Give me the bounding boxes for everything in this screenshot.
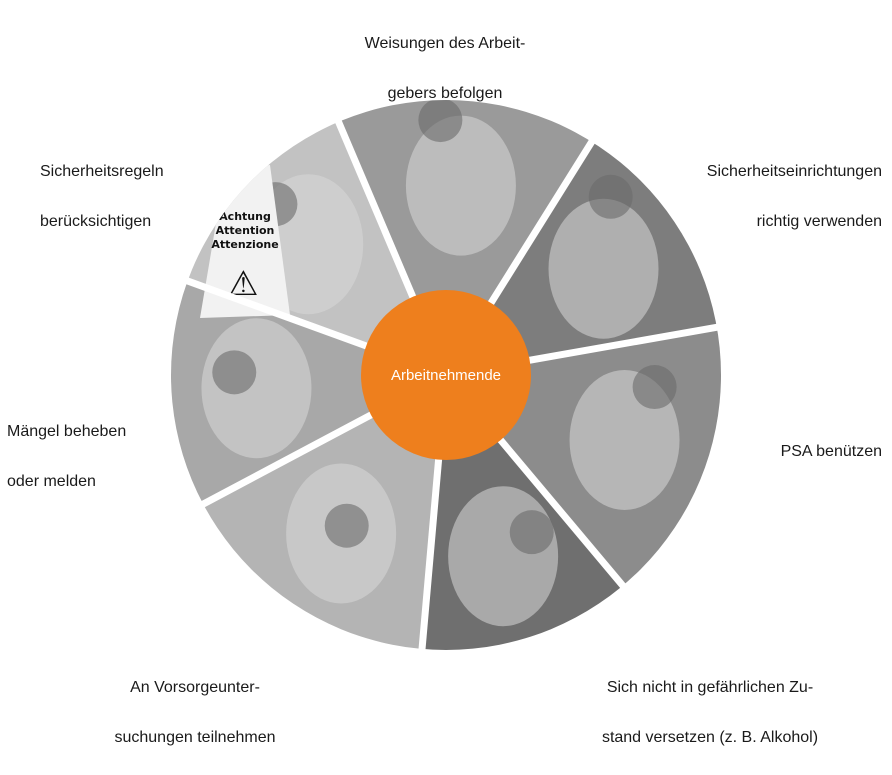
label-sicherheitsregeln-line2: berücksichtigen bbox=[40, 213, 152, 230]
label-weisungen: Weisungen des Arbeit- gebers befolgen bbox=[345, 6, 545, 131]
label-maengel-line1: Mängel beheben bbox=[7, 423, 127, 440]
segment-maengel-photo bbox=[171, 279, 446, 507]
center-circle: Arbeitnehmende bbox=[361, 290, 531, 460]
label-vorsorge: An Vorsorgeunter- suchungen teilnehmen bbox=[90, 650, 300, 775]
segment-weisungen-photo bbox=[336, 100, 595, 375]
label-vorsorge-line1: An Vorsorgeunter- bbox=[130, 679, 260, 696]
label-zustand: Sich nicht in gefährlichen Zu- stand ver… bbox=[580, 650, 840, 775]
label-vorsorge-line2: suchungen teilnehmen bbox=[114, 729, 276, 746]
label-sicherheitsregeln-line1: Sicherheitsregeln bbox=[40, 163, 164, 180]
segment-sicherheitseinrichtungen-photo bbox=[446, 137, 721, 375]
center-label: Arbeitnehmende bbox=[391, 367, 501, 384]
label-sicherheitseinrichtungen-line2: richtig verwenden bbox=[756, 213, 882, 230]
label-psa: PSA benützen bbox=[722, 414, 882, 489]
label-zustand-line1: Sich nicht in gefährlichen Zu- bbox=[606, 679, 814, 696]
label-sicherheitseinrichtungen-line1: Sicherheitseinrichtungen bbox=[706, 163, 882, 180]
label-zustand-line2: stand versetzen (z. B. Alkohol) bbox=[601, 729, 819, 746]
label-maengel-line2: oder melden bbox=[7, 473, 96, 490]
warning-sign-text: Achtung bbox=[219, 210, 271, 223]
label-weisungen-line1: Weisungen des Arbeit- bbox=[364, 35, 526, 52]
label-sicherheitsregeln: Sicherheitsregeln berücksichtigen bbox=[40, 134, 240, 259]
warning-sign-text: Attenzione bbox=[211, 238, 278, 251]
label-psa-line1: PSA benützen bbox=[780, 443, 882, 460]
label-weisungen-line2: gebers befolgen bbox=[387, 85, 503, 102]
label-maengel: Mängel beheben oder melden bbox=[7, 394, 177, 519]
label-sicherheitseinrichtungen: Sicherheitseinrichtungen richtig verwend… bbox=[642, 134, 882, 259]
warning-sign-text: Attention bbox=[216, 224, 275, 237]
